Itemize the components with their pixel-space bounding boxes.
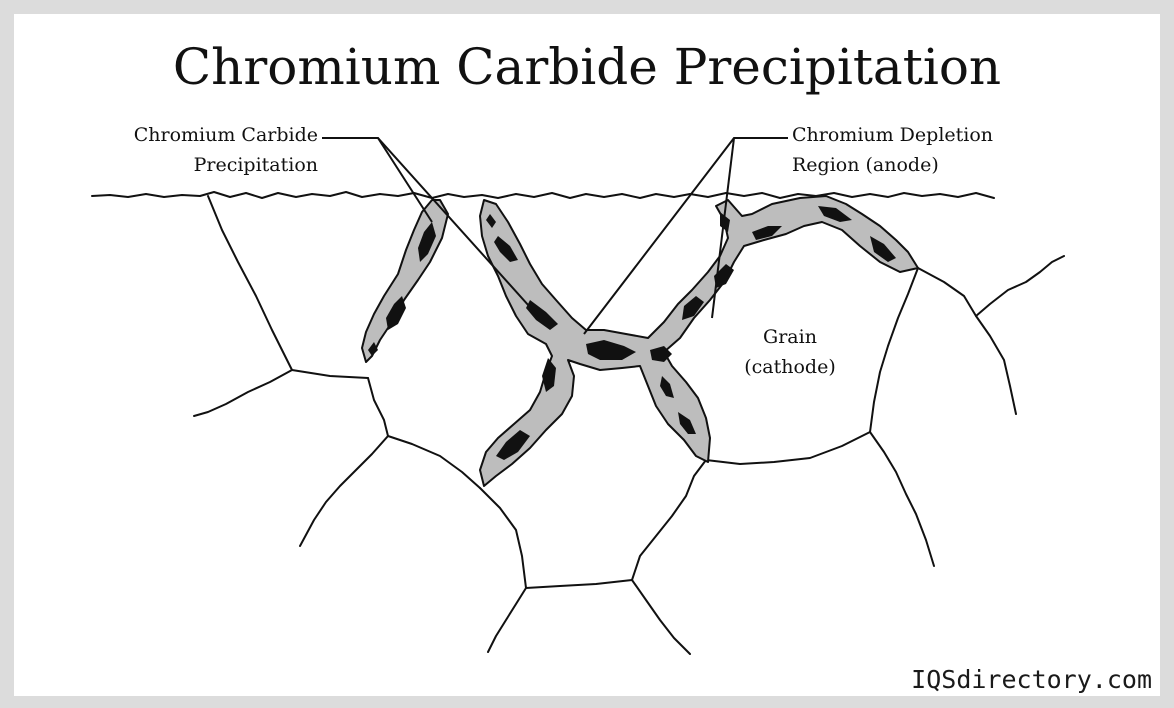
label-grain-cathode: Grain (cathode) — [700, 322, 880, 382]
grain-boundary — [194, 370, 292, 416]
grain-boundary — [632, 460, 706, 580]
label-line: (cathode) — [700, 352, 880, 382]
metal-surface-line — [92, 192, 994, 198]
grain-boundary — [480, 488, 632, 588]
label-chromium-carbide-precipitation: Chromium Carbide Precipitation — [118, 120, 318, 180]
grain-boundary — [300, 436, 388, 546]
grain-boundary — [488, 588, 526, 652]
label-line: Region (anode) — [792, 150, 993, 180]
watermark-logo: IQSdirectory.com — [911, 665, 1152, 694]
label-line: Precipitation — [118, 150, 318, 180]
depletion-zone — [362, 200, 448, 362]
grain-boundary — [368, 378, 480, 488]
grain-boundary — [976, 256, 1064, 316]
grain-boundary — [706, 432, 870, 464]
grain-boundary — [632, 580, 690, 654]
grain-boundary — [870, 432, 934, 566]
label-line: Grain — [700, 322, 880, 352]
grain-boundary — [918, 268, 1016, 414]
label-line: Chromium Carbide — [118, 120, 318, 150]
grain-boundary — [208, 196, 368, 378]
label-line: Chromium Depletion — [792, 120, 993, 150]
label-chromium-depletion-region: Chromium Depletion Region (anode) — [792, 120, 993, 180]
page-title: Chromium Carbide Precipitation — [0, 38, 1174, 96]
